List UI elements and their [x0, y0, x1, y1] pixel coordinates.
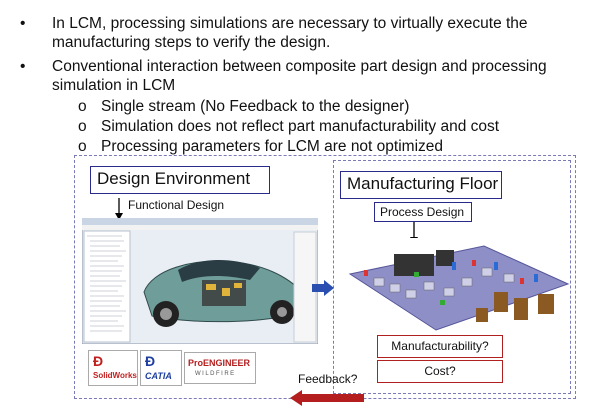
ds-icon: Ɖ [93, 353, 104, 369]
cost-label: Cost? [377, 360, 503, 383]
proengineer-logo-subtext: WILDFIRE [195, 371, 236, 377]
catia-logo-text: CATIA [145, 371, 172, 381]
bullet-marker: • [20, 58, 26, 75]
sub-bullet-marker: o [78, 138, 87, 155]
process-design-label: Process Design [374, 202, 472, 222]
catia-logo: Ɖ CATIA [140, 350, 182, 386]
proengineer-logo-text: ProENGINEER [188, 358, 251, 368]
sub-bullet-text: Simulation does not reflect part manufac… [101, 118, 500, 135]
sub-bullet-marker: o [78, 98, 87, 115]
bullet-text: In LCM, processing simulations are neces… [52, 15, 528, 51]
solidworks-logo-text: SolidWorks [93, 371, 137, 380]
sub-bullet-text: Processing parameters for LCM are not op… [101, 138, 444, 155]
bullet-2: • Conventional interaction between compo… [20, 57, 600, 97]
solidworks-logo: Ɖ SolidWorks [88, 350, 138, 386]
factory-floor-image [344, 238, 570, 334]
manufacturability-label: Manufacturability? [377, 335, 503, 358]
sub-bullet-text: Single stream (No Feedback to the design… [101, 98, 410, 115]
cad-screenshot-image [82, 218, 318, 344]
bullet-marker: • [20, 15, 26, 32]
right-arrow-icon [312, 280, 334, 296]
left-arrow-icon [290, 390, 364, 406]
ds-icon: Ɖ [145, 353, 156, 369]
feedback-label: Feedback? [298, 372, 358, 386]
manufacturing-frame [333, 160, 571, 394]
bullet-1: • In LCM, processing simulations are nec… [20, 14, 600, 54]
proengineer-logo: ProENGINEER WILDFIRE [184, 352, 256, 384]
bullet-text: Conventional interaction between composi… [52, 58, 547, 94]
functional-design-label: Functional Design [128, 198, 225, 212]
sub-bullet-marker: o [78, 118, 87, 135]
down-arrow-icon [115, 198, 123, 220]
design-environment-title: Design Environment [90, 166, 270, 194]
manufacturing-floor-title: Manufacturing Floor [340, 171, 502, 199]
